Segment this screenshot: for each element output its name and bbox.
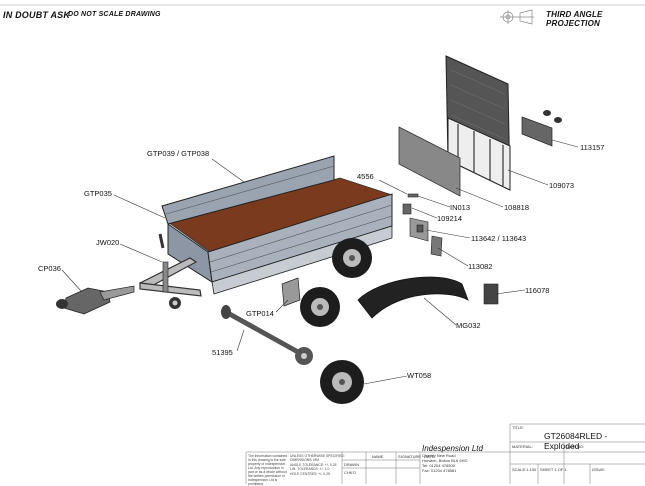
spare-wheel-part [320, 360, 364, 404]
label-jw020: JW020 [96, 238, 120, 247]
label-116078: 116078 [525, 286, 550, 295]
label-108818: 108818 [504, 203, 530, 212]
coupling-part [56, 285, 135, 315]
projection-symbol [500, 9, 534, 25]
header-do-not-scale: DO NOT SCALE DRAWING [68, 11, 161, 18]
wheel-part [300, 287, 340, 327]
col-date-label: DATE [424, 454, 435, 459]
label-mg032: MG032 [456, 321, 481, 330]
confidential-note: The information contained in this drawin… [248, 454, 288, 486]
col-name-label: NAME [372, 454, 384, 459]
label-113157: 113157 [580, 143, 605, 152]
trailer-body [138, 155, 394, 309]
hardware-parts [402, 193, 499, 305]
drawing-title: GT26084RLED - Exploded [544, 431, 608, 451]
title-field-label: TITLE: [512, 425, 525, 430]
label-51395: 51395 [212, 348, 233, 357]
label-gtp039: GTP039 / GTP038 [147, 149, 210, 158]
label-gtp035: GTP035 [84, 189, 112, 198]
scale-value: SCALE:1:100 [512, 467, 537, 472]
label-cp036: CP036 [38, 264, 61, 273]
header-in-doubt-ask: IN DOUBT ASK [3, 10, 71, 20]
company-address: Chorley New Road Horwich, Bolton BL6 6HG… [422, 453, 468, 473]
title-block [245, 423, 645, 484]
label-113082: 113082 [468, 262, 493, 271]
mudguard-part [357, 276, 469, 319]
tolerance-note: UNLESS OTHERWISE SPECIFIED: DIMENSIONS: … [290, 454, 345, 476]
dwg-no-field-label: DWG NO: [566, 444, 584, 449]
header-projection: THIRD ANGLE PROJECTION [546, 10, 603, 28]
lamp-bracket-part [521, 110, 562, 147]
row-chkd-label: CHK'D [344, 470, 357, 475]
leader-lines [61, 139, 579, 385]
label-113642: 113642 / 113643 [471, 234, 527, 243]
label-109073: 109073 [549, 181, 575, 190]
label-109214: 109214 [437, 214, 463, 223]
ramp-mesh-part [445, 55, 511, 191]
material-field-label: MATERIAL: [512, 444, 533, 449]
label-gtp014: GTP014 [246, 309, 274, 318]
company-name: Indespension Ltd [422, 444, 483, 453]
label-4556: 4556 [357, 172, 374, 181]
col-signature-label: SIGNATURE [398, 454, 422, 459]
axle-part [221, 305, 313, 365]
row-drawn-label: DRAWN [344, 462, 359, 467]
label-wt058: WT058 [407, 371, 432, 380]
axle-bracket-part [281, 277, 301, 307]
floor-board-part [398, 126, 461, 197]
issue-field-label: ISSUE: [592, 467, 606, 472]
label-in013: IN013 [450, 203, 471, 212]
sheet-value: SHEET 1 OF 1 [540, 467, 567, 472]
